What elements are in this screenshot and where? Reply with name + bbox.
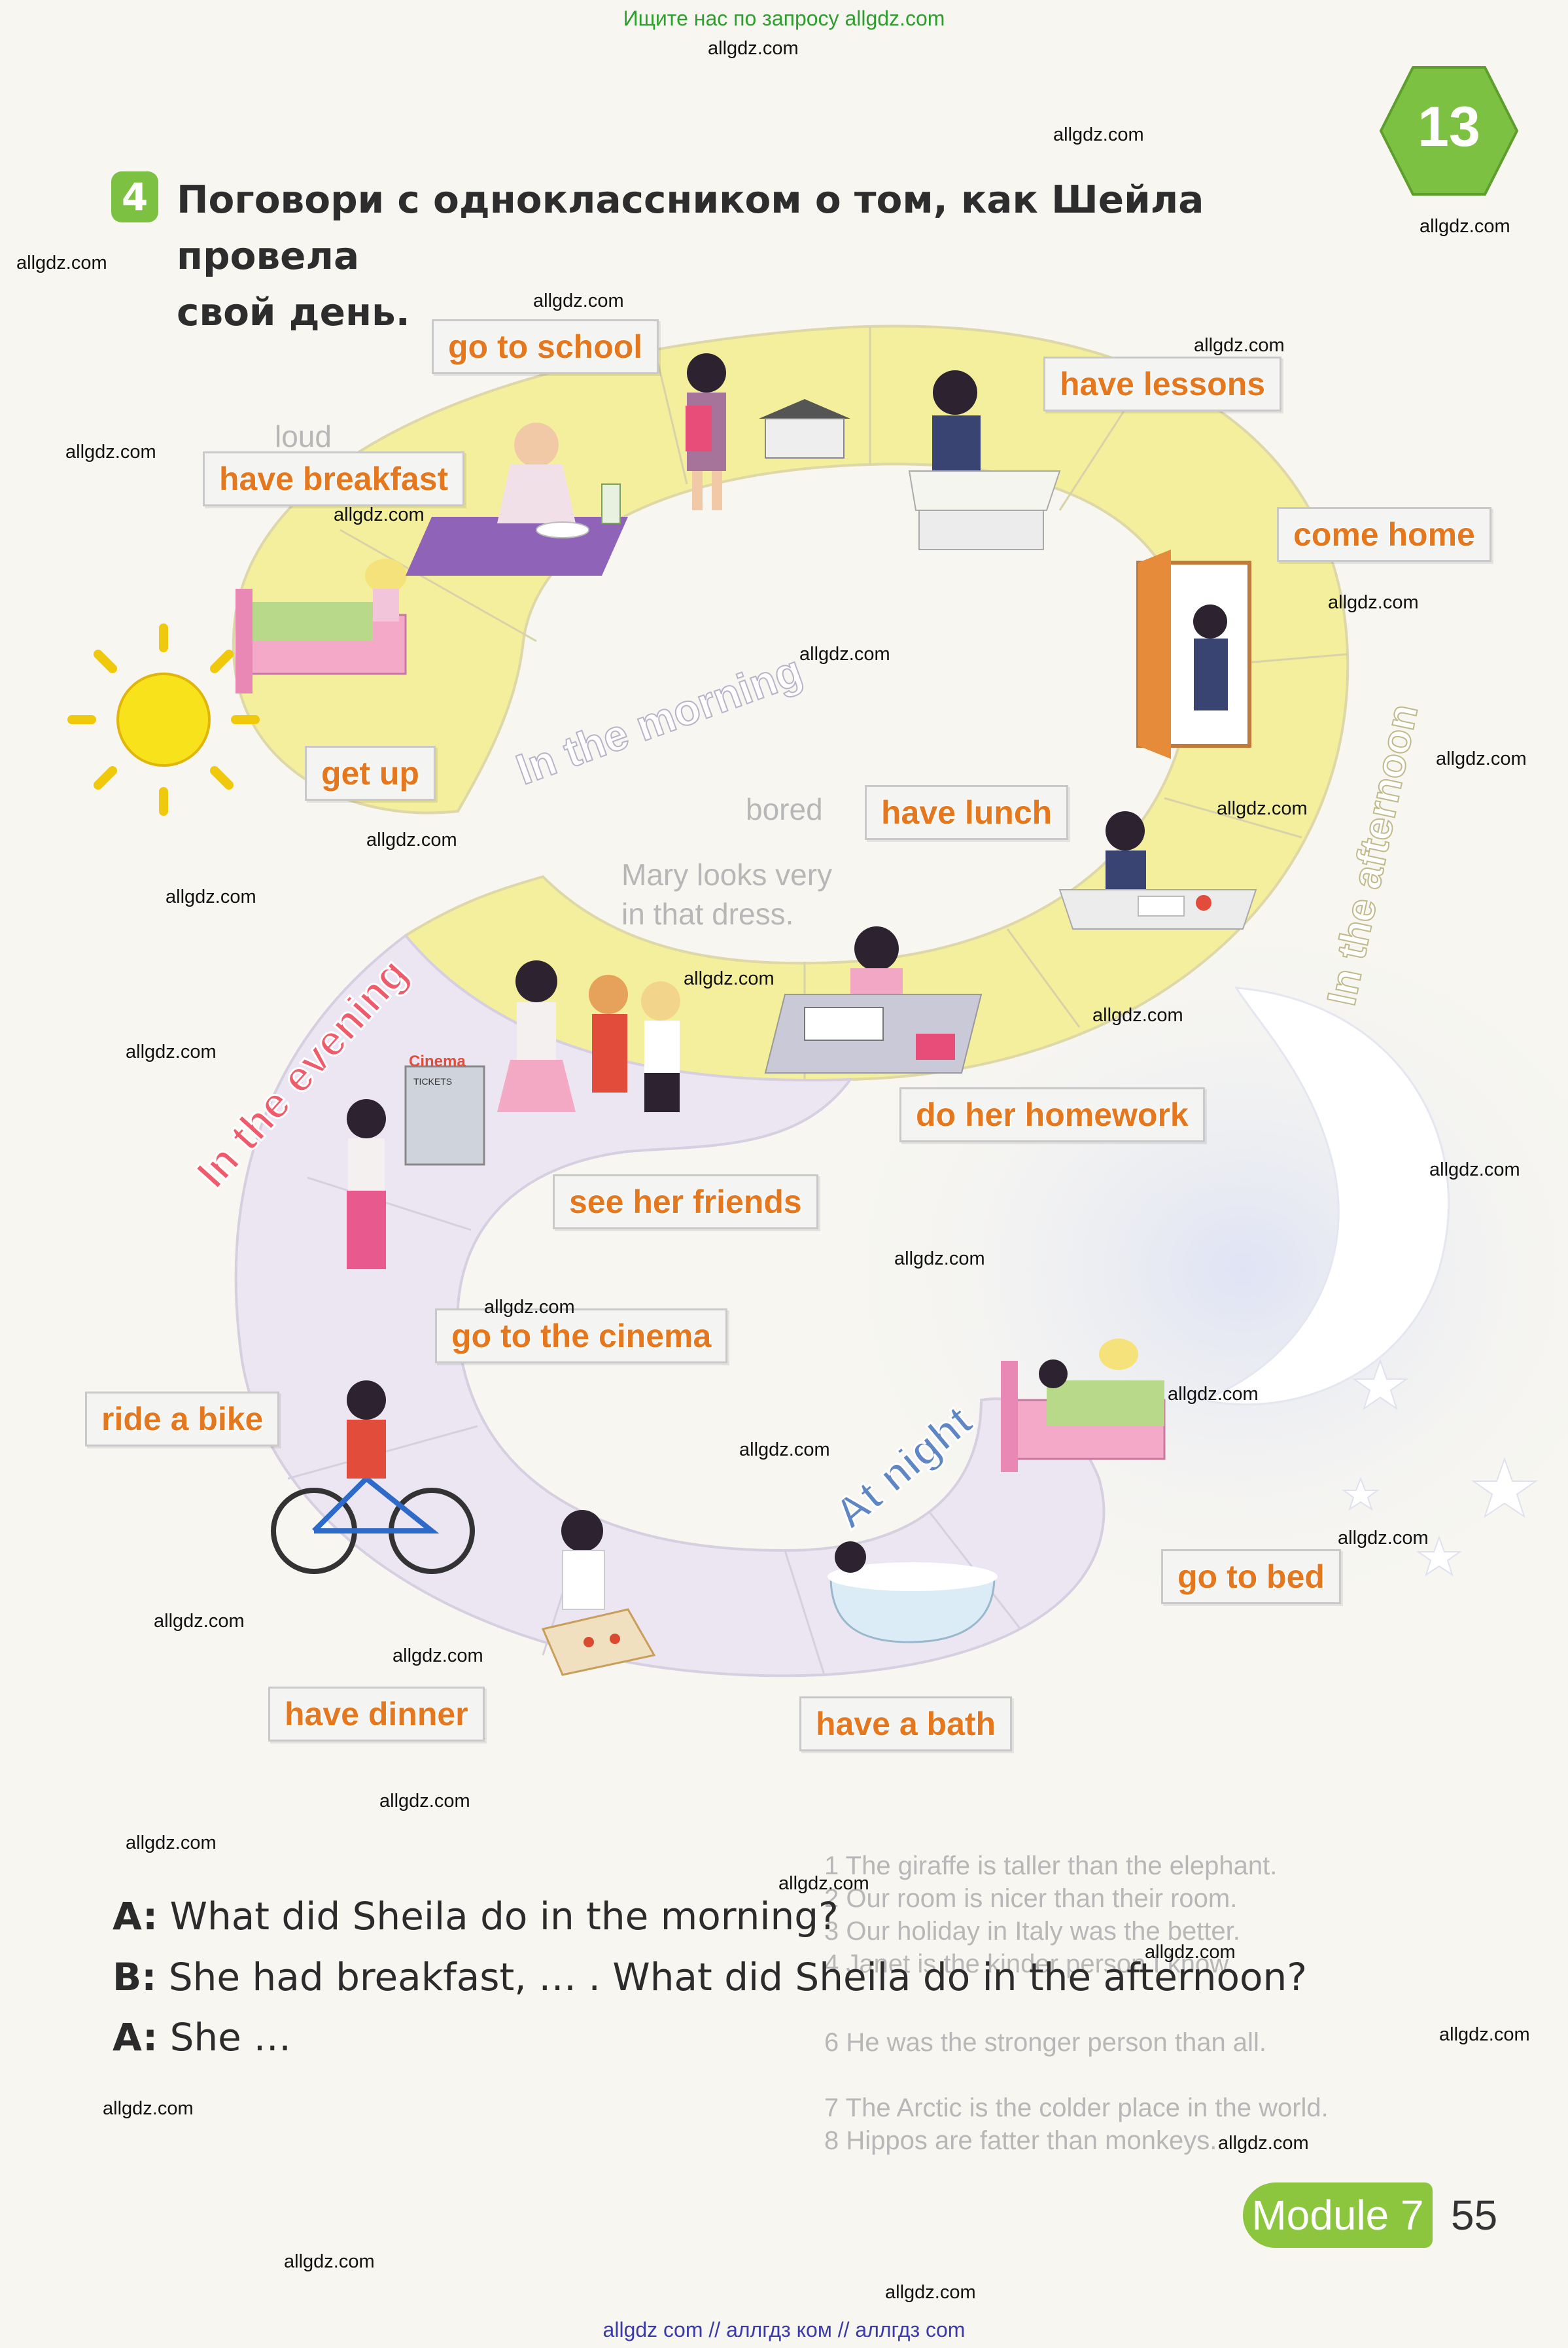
top-banner[interactable]: Ищите нас по запросу allgdz.com	[623, 7, 945, 30]
cinema-booth-icon: Cinema TICKETS	[347, 1053, 485, 1269]
ghost-text: 6 He was the stronger person than all.	[824, 2028, 1266, 2057]
dialogue-line-a1: A: What did Sheila do in the morning?	[113, 1894, 839, 1938]
watermark-text: allgdz.com	[684, 968, 775, 989]
dialogue-line-a2: A: She …	[113, 2015, 291, 2059]
watermark-text: allgdz.com	[1420, 216, 1510, 237]
bottom-banner[interactable]: allgdz com // аллгдз ком // аллгдз com	[602, 2318, 966, 2341]
ghost-text: 7 The Arctic is the colder place in the …	[824, 2094, 1329, 2122]
activity-label-do-her-homework: do her homework	[899, 1087, 1205, 1142]
pizza-dinner-icon	[541, 1510, 656, 1676]
watermark-text: allgdz.com	[392, 1645, 483, 1666]
section-title-morning: In the morning	[510, 646, 808, 794]
watermark-text: allgdz.com	[284, 2251, 375, 2272]
homework-desk-icon	[764, 926, 983, 1074]
dialogue-text: She …	[158, 2015, 292, 2059]
bathtub-icon	[828, 1541, 998, 1643]
watermark-text: allgdz.com	[1338, 1528, 1429, 1549]
module-badge: Module 7	[1243, 2182, 1433, 2248]
tickets-sign: TICKETS	[413, 1076, 452, 1087]
ghost-text: 2 Our room is nicer than their room.	[824, 1884, 1238, 1913]
stars-icon	[1341, 1359, 1539, 1577]
bicycle-icon	[271, 1380, 475, 1574]
activity-label-have-breakfast: have breakfast	[203, 451, 465, 506]
task-number-badge: 4	[111, 171, 158, 222]
ghost-text: Mary looks very	[621, 858, 833, 892]
activity-label-get-up: get up	[305, 746, 436, 801]
watermark-text: allgdz.com	[885, 2282, 976, 2303]
watermark-text: allgdz.com	[154, 1611, 245, 1632]
girl-with-backpack-icon	[686, 353, 726, 510]
watermark-text: allgdz.com	[334, 504, 425, 525]
watermark-text: allgdz.com	[1218, 2133, 1309, 2154]
watermark-text: allgdz.com	[778, 1873, 869, 1894]
activity-label-ride-a-bike: ride a bike	[85, 1392, 280, 1446]
unit-number: 13	[1418, 96, 1480, 158]
watermark-text: allgdz.com	[1429, 1159, 1520, 1180]
cinema-sign: Cinema	[409, 1053, 466, 1070]
page-number: 55	[1451, 2192, 1498, 2239]
front-door-icon	[1136, 550, 1251, 759]
bed-night-icon	[1001, 1339, 1166, 1472]
ghost-text: loud	[275, 419, 332, 453]
speaker-label: A:	[113, 1894, 158, 1938]
bed-morning-icon	[235, 559, 407, 693]
watermark-text: allgdz.com	[1145, 1942, 1236, 1963]
dialogue-text: What did Sheila do in the morning?	[158, 1894, 839, 1938]
watermark-text: allgdz.com	[1092, 1005, 1183, 1026]
watermark-text: allgdz.com	[379, 1791, 470, 1812]
speaker-label: B:	[113, 1955, 157, 1999]
watermark-text: allgdz.com	[739, 1439, 830, 1460]
watermark-text: allgdz.com	[166, 886, 256, 907]
watermark-text: allgdz.com	[708, 38, 799, 59]
dialogue-line-b1: B: She had breakfast, … . What did Sheil…	[113, 1955, 1307, 1999]
watermark-text: allgdz.com	[484, 1297, 575, 1318]
lunch-table-icon	[1058, 811, 1257, 930]
moon-icon	[1200, 987, 1450, 1406]
ghost-text: 8 Hippos are fatter than monkeys.	[824, 2126, 1217, 2155]
friends-group-icon	[497, 960, 680, 1112]
activity-label-have-dinner: have dinner	[268, 1687, 485, 1742]
unit-badge-icon	[1379, 66, 1519, 196]
watermark-text: allgdz.com	[799, 644, 890, 665]
activity-label-go-to-school: go to school	[432, 319, 659, 374]
activity-label-go-to-bed: go to bed	[1161, 1549, 1341, 1604]
ghost-text: in that dress.	[621, 897, 794, 931]
activity-label-come-home: come home	[1277, 507, 1491, 562]
watermark-text: allgdz.com	[65, 442, 156, 463]
watermark-text: allgdz.com	[1168, 1384, 1259, 1405]
activity-label-have-a-bath: have a bath	[799, 1696, 1013, 1751]
ghost-text: bored	[746, 792, 823, 826]
breakfast-table-icon	[406, 423, 628, 576]
activity-label-have-lessons: have lessons	[1043, 357, 1282, 412]
watermark-text: allgdz.com	[16, 253, 107, 273]
school-building-icon	[759, 399, 850, 459]
task-instruction: Поговори с одноклассником о том, как Шей…	[177, 171, 1354, 340]
ghost-text: 4 Janet is the kinder person I know.	[824, 1950, 1235, 1978]
task-instruction-line2: свой день.	[177, 290, 410, 334]
watermark-text: allgdz.com	[1436, 748, 1527, 769]
watermark-text: allgdz.com	[894, 1248, 985, 1269]
watermark-text: allgdz.com	[366, 830, 457, 850]
task-instruction-line1: Поговори с одноклассником о том, как Шей…	[177, 177, 1204, 278]
watermark-text: allgdz.com	[1194, 335, 1285, 356]
watermark-text: allgdz.com	[1217, 798, 1308, 819]
watermark-text: allgdz.com	[1439, 2024, 1530, 2045]
activity-label-see-her-friends: see her friends	[553, 1174, 818, 1229]
speaker-label: A:	[113, 2015, 158, 2059]
watermark-text: allgdz.com	[126, 1832, 217, 1853]
dialogue-text: She had breakfast, … . What did Sheila d…	[156, 1955, 1308, 1999]
watermark-text: allgdz.com	[103, 2098, 194, 2119]
ghost-text: 1 The giraffe is taller than the elephan…	[824, 1851, 1278, 1880]
watermark-text: allgdz.com	[533, 290, 624, 311]
lesson-desk-icon	[908, 370, 1061, 550]
activity-label-have-lunch: have lunch	[865, 785, 1069, 840]
activity-label-go-to-the-cinema: go to the cinema	[435, 1308, 728, 1363]
watermark-text: allgdz.com	[1053, 124, 1144, 145]
watermark-text: allgdz.com	[126, 1042, 217, 1062]
watermark-text: allgdz.com	[1328, 592, 1419, 613]
sun-icon	[67, 623, 260, 816]
ghost-text: 3 Our holiday in Italy was the better.	[824, 1917, 1240, 1946]
daily-routine-illustration: Cinema TICKETS In the morning In the	[67, 324, 1568, 1677]
